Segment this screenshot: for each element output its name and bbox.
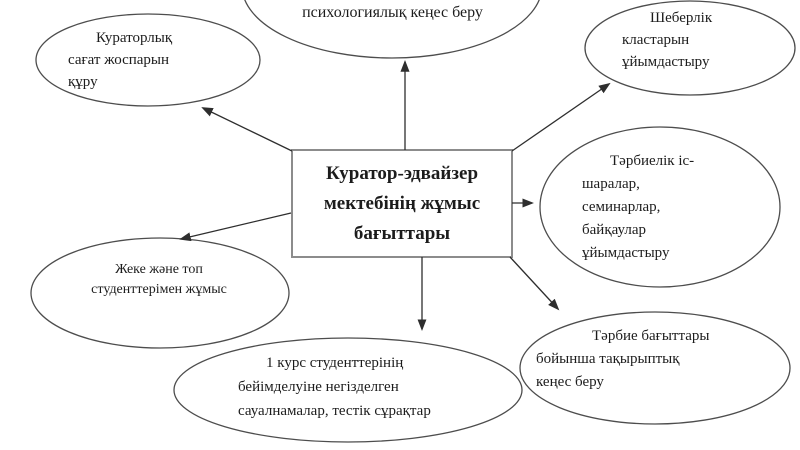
title-line: бағыттары bbox=[353, 222, 451, 244]
ellipse-curator-hour-plan bbox=[35, 13, 261, 107]
label-line: сағат жоспарын bbox=[68, 52, 170, 68]
arrow-to-curator-plan bbox=[201, 107, 293, 152]
node-curator-hour-plan-label: Кураторлық сағат жоспарын құру bbox=[68, 27, 172, 93]
center-box bbox=[291, 149, 513, 258]
node-individual-group-work-label: Жеке және топ студенттерімен жұмыс bbox=[58, 260, 260, 300]
label-line: шаралар, bbox=[582, 176, 640, 192]
center-box-title: Куратор-эдвайзер мектебінің жұмыс бағытт… bbox=[292, 150, 512, 257]
ellipse-educational-events bbox=[539, 126, 781, 288]
label-line: семинарлар, bbox=[582, 199, 661, 215]
title-line: Куратор-эдвайзер bbox=[325, 162, 479, 184]
ellipse-individual-group-work bbox=[30, 237, 290, 349]
ellipse-psych-counseling bbox=[244, 0, 540, 59]
node-first-year-surveys-label: 1 курс студенттерінің бейімделуіне негіз… bbox=[238, 351, 431, 423]
node-psych-counseling-label: психологиялық кеңес беру bbox=[245, 2, 540, 24]
label-line: Тәрбиелік іс- bbox=[610, 153, 695, 169]
node-master-classes-label: Шеберлік кластарын ұйымдастыру bbox=[622, 7, 712, 73]
label-line: бойынша тақырыптық bbox=[536, 351, 680, 367]
label-line: кеңес беру bbox=[536, 374, 604, 390]
label-line: Тәрбие бағыттары bbox=[592, 328, 710, 344]
label-line: психологиялық кеңес беру bbox=[302, 4, 483, 21]
label-line: студенттерімен жұмыс bbox=[91, 282, 227, 297]
label-line: ұйымдастыру bbox=[622, 54, 710, 70]
title-line: мектебінің жұмыс bbox=[323, 192, 481, 214]
label-line: Кураторлық bbox=[96, 30, 173, 46]
label-line: байқаулар bbox=[582, 222, 646, 238]
node-thematic-counseling-label: Тәрбие бағыттары бойынша тақырыптық кеңе… bbox=[536, 325, 709, 394]
ellipse-thematic-counseling bbox=[519, 311, 791, 425]
label-line: 1 курс студенттерінің bbox=[266, 355, 404, 371]
node-educational-events-label: Тәрбиелік іс- шаралар, семинарлар, байқа… bbox=[582, 150, 694, 265]
arrow-to-individual-group bbox=[179, 212, 292, 242]
arrow-to-master-classes bbox=[511, 82, 611, 152]
label-line: құру bbox=[68, 74, 98, 90]
label-line: бейімделуіне негізделген bbox=[238, 379, 399, 395]
label-line: сауалнамалар, тестік сұрақтар bbox=[238, 403, 431, 419]
label-line: Шеберлік bbox=[650, 10, 713, 26]
label-line: кластарын bbox=[622, 32, 690, 48]
label-line: ұйымдастыру bbox=[582, 245, 670, 261]
ellipse-first-year-surveys bbox=[173, 337, 523, 443]
arrow-to-thematic bbox=[509, 256, 560, 311]
ellipse-master-classes bbox=[584, 0, 796, 96]
label-line: Жеке және топ bbox=[115, 262, 203, 277]
